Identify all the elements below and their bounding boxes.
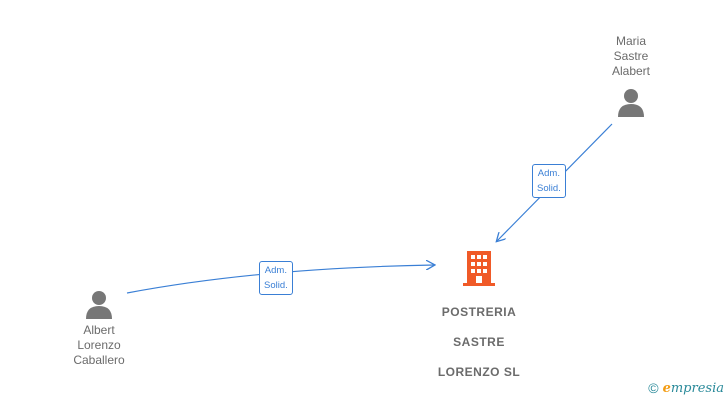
- person-icon: [618, 89, 644, 117]
- person-name: Albert Lorenzo Caballero: [73, 323, 125, 367]
- relation-badge-albert[interactable]: Adm. Solid.: [259, 261, 293, 295]
- person-icon: [86, 291, 112, 319]
- brand-logo: © empresia: [648, 380, 724, 396]
- company-node[interactable]: POSTRERIA SASTRE LORENZO SL: [409, 250, 549, 395]
- building-icon: [463, 251, 495, 286]
- brand-wordmark: empresia: [662, 381, 724, 396]
- person-albert[interactable]: Albert Lorenzo Caballero: [39, 289, 159, 368]
- person-maria[interactable]: Maria Sastre Alabert: [571, 34, 691, 117]
- relation-badge-maria[interactable]: Adm. Solid.: [532, 164, 566, 198]
- company-name: POSTRERIA SASTRE LORENZO SL: [437, 305, 521, 379]
- copyright-icon: ©: [648, 380, 659, 396]
- person-name: Maria Sastre Alabert: [611, 34, 651, 78]
